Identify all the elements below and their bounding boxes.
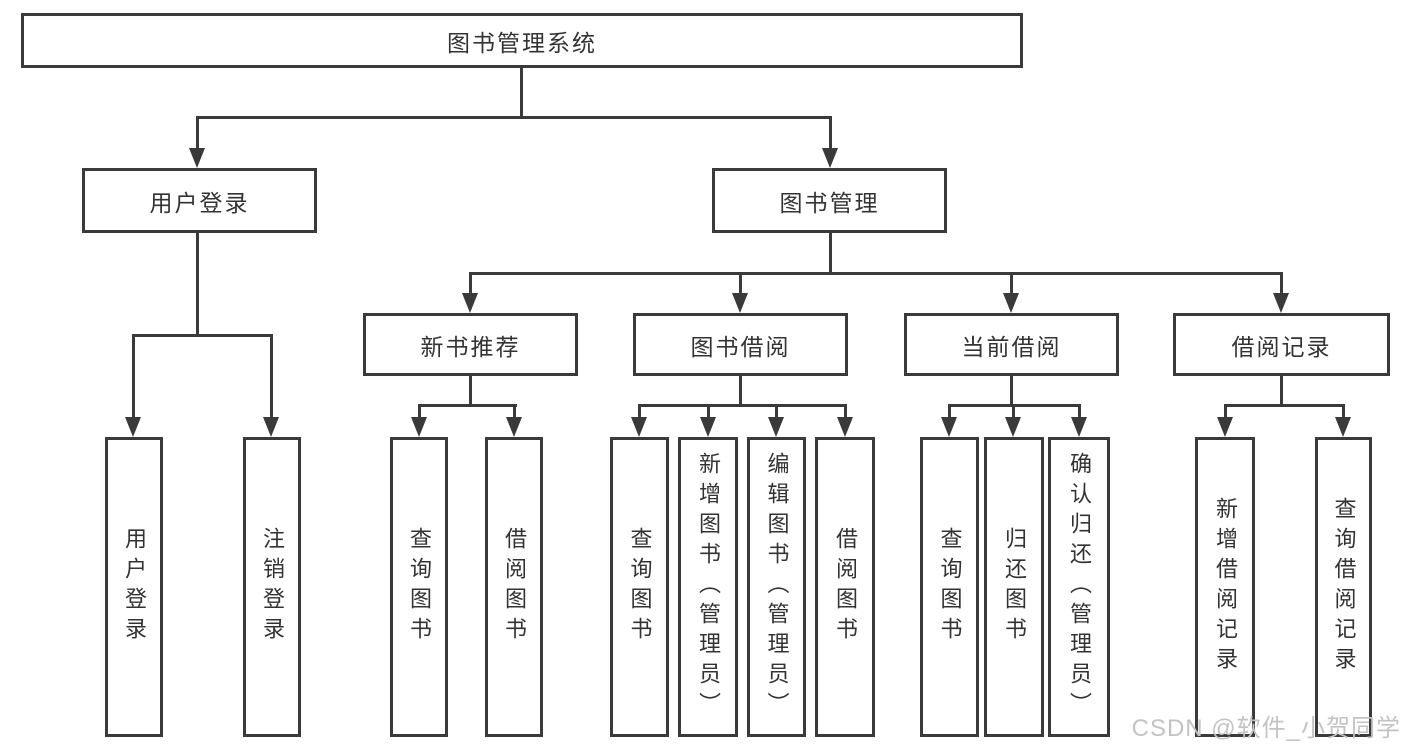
node-label: 借阅图书 [502,527,527,647]
node-book-management: 图书管理 [712,168,947,233]
connector-line [270,334,273,420]
arrow-down-icon [700,417,716,437]
connector-line [196,116,832,119]
arrow-down-icon [411,417,427,437]
connector-line [829,233,832,275]
watermark: CSDN @软件_小贺同学 [1131,715,1401,742]
connector-line [1010,272,1013,296]
leaf-user-login: 用户登录 [105,437,163,737]
node-label: 注销登录 [260,527,285,647]
leaf-query-books: 查询图书 [390,437,448,737]
arrow-down-icon [1005,417,1021,437]
arrow-down-icon [768,417,784,437]
leaf-query-books: 查询图书 [610,437,669,737]
node-book-borrowing: 图书借阅 [633,313,848,376]
connector-line [1280,376,1283,407]
connector-line [1224,404,1227,421]
connector-line [1010,376,1013,407]
arrow-down-icon [263,417,279,437]
connector-line [520,68,523,119]
connector-line [844,404,847,421]
node-label: 图书管理 [779,189,880,216]
node-label: 用户登录 [149,189,250,216]
node-label: 新书推荐 [420,333,521,360]
connector-line [469,376,472,407]
node-label: 查询图书 [937,527,963,647]
arrow-down-icon [189,148,205,168]
connector-line [739,376,742,407]
connector-line [1342,404,1345,421]
leaf-return-books: 归还图书 [984,437,1044,737]
node-label: 当前借阅 [961,333,1062,360]
connector-line [196,116,199,152]
arrow-down-icon [837,417,853,437]
connector-line [513,404,516,421]
node-label: 编辑图书（管理员） [764,452,790,722]
leaf-borrow-books: 借阅图书 [485,437,543,737]
connector-line [418,404,517,407]
leaf-add-books-admin: 新增图书（管理员） [678,437,738,737]
arrow-down-icon [822,148,838,168]
arrow-down-icon [1335,417,1351,437]
arrow-down-icon [462,293,478,313]
node-label: 新增图书（管理员） [696,452,721,722]
node-label: 确认归还（管理员） [1067,452,1092,722]
leaf-confirm-return-admin: 确认归还（管理员） [1048,437,1110,737]
arrow-down-icon [631,417,647,437]
leaf-query-borrow-record: 查询借阅记录 [1315,437,1372,737]
connector-line [1012,404,1015,421]
arrow-down-icon [1273,293,1289,313]
connector-line [707,404,710,421]
node-label: 图书管理系统 [447,29,597,56]
leaf-logout: 注销登录 [243,437,301,737]
leaf-query-books: 查询图书 [920,437,979,737]
connector-line [1224,404,1345,407]
arrow-down-icon [1071,417,1087,437]
node-label: 借阅图书 [833,527,858,647]
node-label: 图书借阅 [690,333,791,360]
leaf-add-borrow-record: 新增借阅记录 [1195,437,1255,737]
arrow-down-icon [1003,293,1019,313]
connector-line [739,272,742,296]
node-new-book-recommendation: 新书推荐 [363,313,578,376]
connector-line [132,334,273,337]
connector-line [829,116,832,152]
connector-line [196,233,199,337]
node-label: 归还图书 [1002,527,1027,647]
node-label: 查询借阅记录 [1331,497,1357,677]
node-user-login: 用户登录 [82,168,317,233]
connector-line [948,404,951,421]
connector-line [418,404,421,421]
connector-line [469,272,1283,275]
node-label: 查询图书 [407,527,432,647]
leaf-borrow-books: 借阅图书 [815,437,875,737]
arrow-down-icon [1217,417,1233,437]
arrow-down-icon [125,417,141,437]
node-label: 用户登录 [122,527,147,647]
node-library-management-system: 图书管理系统 [21,13,1023,68]
connector-line [638,404,847,407]
connector-line [1280,272,1283,296]
node-label: 借阅记录 [1231,333,1332,360]
arrow-down-icon [941,417,957,437]
leaf-edit-books-admin: 编辑图书（管理员） [747,437,806,737]
node-current-borrowing: 当前借阅 [904,313,1119,376]
connector-line [1078,404,1081,421]
arrow-down-icon [732,293,748,313]
connector-line [469,272,472,296]
node-label: 新增借阅记录 [1213,497,1238,677]
connector-line [775,404,778,421]
arrow-down-icon [506,417,522,437]
connector-line [638,404,641,421]
node-label: 查询图书 [627,527,653,647]
node-borrowing-records: 借阅记录 [1173,313,1390,376]
connector-line [132,334,135,420]
